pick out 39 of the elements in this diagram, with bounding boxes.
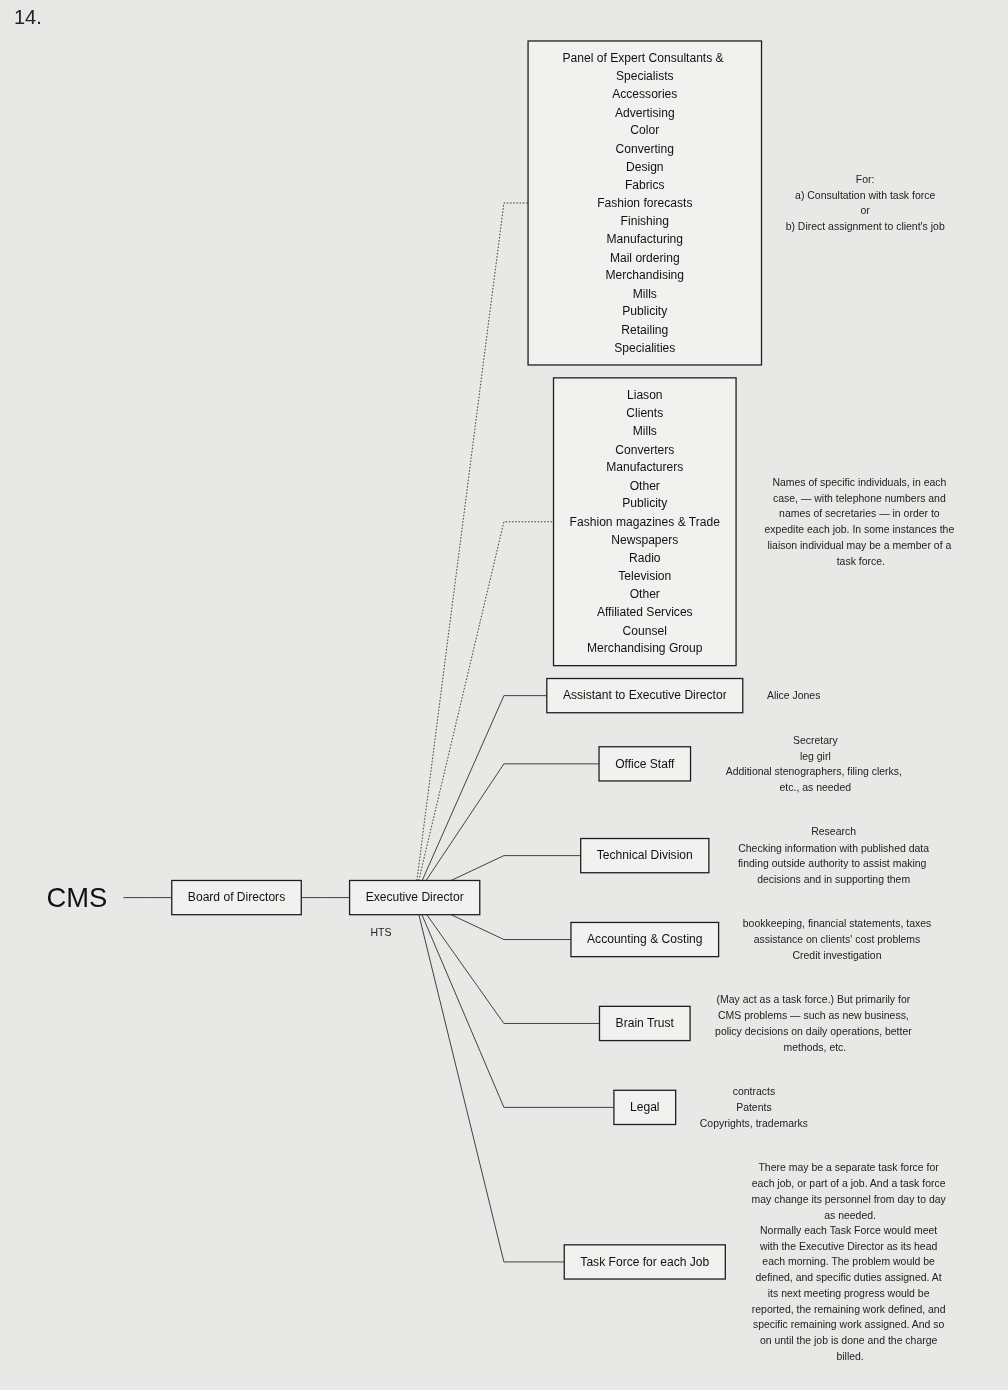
node-box: Accounting & Costing bbox=[570, 921, 720, 958]
node-label: Names of specific individuals, in each case, — with telephone numbers and names of secretaries — in order to expedite each job. In some instances the liaison individual may be a member of a task force. bbox=[764, 476, 955, 567]
node-label: Alice Jones bbox=[766, 689, 821, 702]
node-box: Board of Directors bbox=[171, 879, 302, 916]
connector bbox=[418, 521, 554, 881]
node-label: or bbox=[860, 204, 870, 217]
node-label: Normally each Task Force would meet with the Executive Director as its head each morning. The problem would be defined, and specific duties assigned. At its next meeting progress would be reported, the remaining work defined, and specific remaining work assigned. And so on until the job is done and the charge billed. bbox=[751, 1224, 946, 1362]
node-label: HTS bbox=[370, 925, 392, 939]
node-box: Executive Director bbox=[348, 879, 481, 916]
node-label: For: bbox=[855, 173, 875, 186]
node-label: Credit investigation bbox=[792, 949, 882, 962]
node-label: a) Consultation with task force bbox=[795, 188, 936, 201]
node-label: assistance on clients' cost problems bbox=[753, 933, 921, 946]
node-label: Checking information with published data bbox=[738, 841, 930, 854]
node-box: Task Force for each Job bbox=[563, 1244, 726, 1280]
connector bbox=[418, 914, 565, 1263]
node-label: (May act as a task force.) But primarily for CMS problems — such as new business, policy decisions on daily operations, better methods, etc. bbox=[715, 993, 912, 1053]
connector bbox=[426, 914, 600, 1024]
node-label: Additional stenographers, filing clerks, etc., as needed bbox=[725, 765, 902, 794]
node-box: Panel of Expert Consultants & Specialists Accessories Advertising Color Converting Design Fabrics Fashion forecasts Finishing Manufacturing Mail ordering Merchandising Mills Publicity Retailing Specialities bbox=[527, 40, 763, 366]
node-box: Office Staff bbox=[598, 746, 692, 782]
node-box: Brain Trust bbox=[598, 1005, 691, 1042]
node-label: Patents bbox=[736, 1101, 772, 1114]
node-label: leg girl bbox=[799, 749, 831, 762]
node-label: There may be a separate task force for each job, or part of a job. And a task force may change its personnel from day to day as needed. bbox=[751, 1161, 946, 1221]
node-box: Assistant to Executive Director bbox=[546, 677, 744, 714]
connector bbox=[425, 763, 600, 881]
node-box: Technical Division bbox=[580, 837, 710, 874]
node-label: contracts bbox=[732, 1085, 776, 1098]
node-label: Copyrights, trademarks bbox=[699, 1116, 808, 1129]
node-box: Legal bbox=[613, 1089, 677, 1126]
page-number: 14. bbox=[14, 6, 42, 28]
node-text: CMS bbox=[46, 881, 108, 913]
node-label: bookkeeping, financial statements, taxes bbox=[742, 917, 932, 930]
node-box: Liason Clients Mills Converters Manufacturers Other Publicity Fashion magazines & Trade Newspapers Radio Television Other Affiliated Services Counsel Merchandising Group bbox=[552, 377, 737, 667]
node-label: b) Direct assignment to client's job bbox=[785, 220, 945, 233]
node-label: Research bbox=[811, 825, 857, 838]
node-label: finding outside authority to assist making decisions and in supporting them bbox=[737, 857, 927, 886]
node-label: Secretary bbox=[792, 734, 838, 747]
